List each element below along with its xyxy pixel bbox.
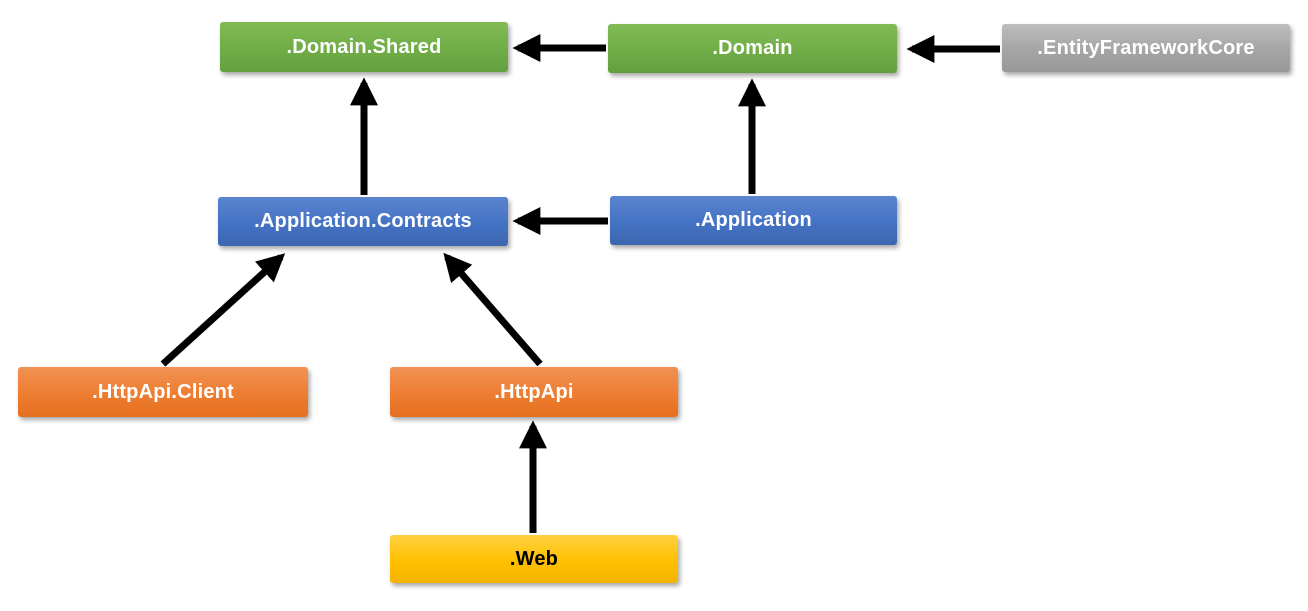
node-application-contracts-label: .Application.Contracts bbox=[254, 210, 472, 232]
arrow-httpapi-to-app-contracts bbox=[443, 252, 543, 367]
node-web-label: .Web bbox=[509, 547, 559, 570]
node-entity-framework-core: .EntityFrameworkCore bbox=[1002, 24, 1290, 72]
node-entity-framework-core-label: .EntityFrameworkCore bbox=[1037, 36, 1255, 59]
arrow-httpapi-client-to-app-contracts bbox=[160, 253, 286, 367]
node-application-contracts: .Application.Contracts bbox=[218, 197, 508, 246]
node-domain-shared: .Domain.Shared bbox=[220, 22, 508, 72]
node-application-label: .Application bbox=[695, 209, 812, 231]
node-application: .Application bbox=[610, 196, 897, 245]
node-domain-shared-label: .Domain.Shared bbox=[286, 35, 442, 58]
node-httpapi: .HttpApi bbox=[390, 367, 678, 417]
node-domain: .Domain bbox=[608, 24, 897, 73]
node-httpapi-client-label: .HttpApi.Client bbox=[92, 380, 234, 403]
node-domain-label: .Domain bbox=[712, 37, 793, 59]
node-httpapi-client: .HttpApi.Client bbox=[18, 367, 308, 417]
node-httpapi-label: .HttpApi bbox=[494, 380, 574, 403]
node-web: .Web bbox=[390, 535, 678, 583]
